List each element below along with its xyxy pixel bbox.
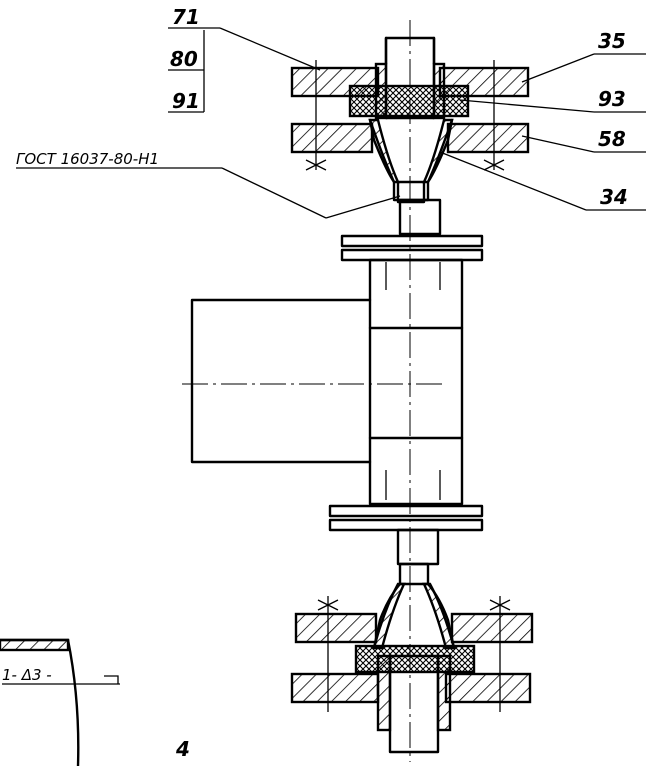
lower-coupling-disc-1 [328,504,484,518]
shaft-assembly [182,198,484,566]
callout-80: 80 [170,47,198,71]
top-flange-assembly [290,36,530,204]
callout-93: 93 [598,87,626,111]
left-fragment: 1- Δ3 - 4 [0,638,190,766]
bottom-flange-assembly [290,562,534,754]
top-pipe-wall-left [374,62,388,120]
callout-34: 34 [600,185,628,209]
callout-71: 71 [172,5,200,29]
callout-58: 58 [598,127,626,151]
upper-shaft-segment [368,258,464,330]
top-lower-flange-left [290,122,374,154]
motor-housing [190,298,372,464]
upper-coupling-disc-1 [340,234,484,248]
lower-coupling-disc-2 [328,518,484,532]
weld-mark-text: 1- Δ3 - [2,666,52,684]
fragment-number: 4 [175,737,190,761]
top-gasket [348,84,470,118]
upper-coupling-disc-2 [340,248,484,262]
bottom-upper-flange-right [450,612,534,644]
callouts: 71 80 91 ГОСТ 16037-80-Н1 35 93 58 34 [16,5,646,219]
bottom-lower-flange-left [290,672,380,704]
bottom-gasket [354,644,476,674]
lower-shaft-segment [368,436,464,506]
callout-91: 91 [172,89,200,113]
callout-gost: ГОСТ 16037-80-Н1 [16,150,159,168]
top-pipe-wall-right [432,62,446,120]
callout-35: 35 [598,29,626,53]
bottom-upper-flange-left [294,612,378,644]
top-lower-flange-right [446,122,530,154]
bottom-lower-flange-right [444,672,532,704]
